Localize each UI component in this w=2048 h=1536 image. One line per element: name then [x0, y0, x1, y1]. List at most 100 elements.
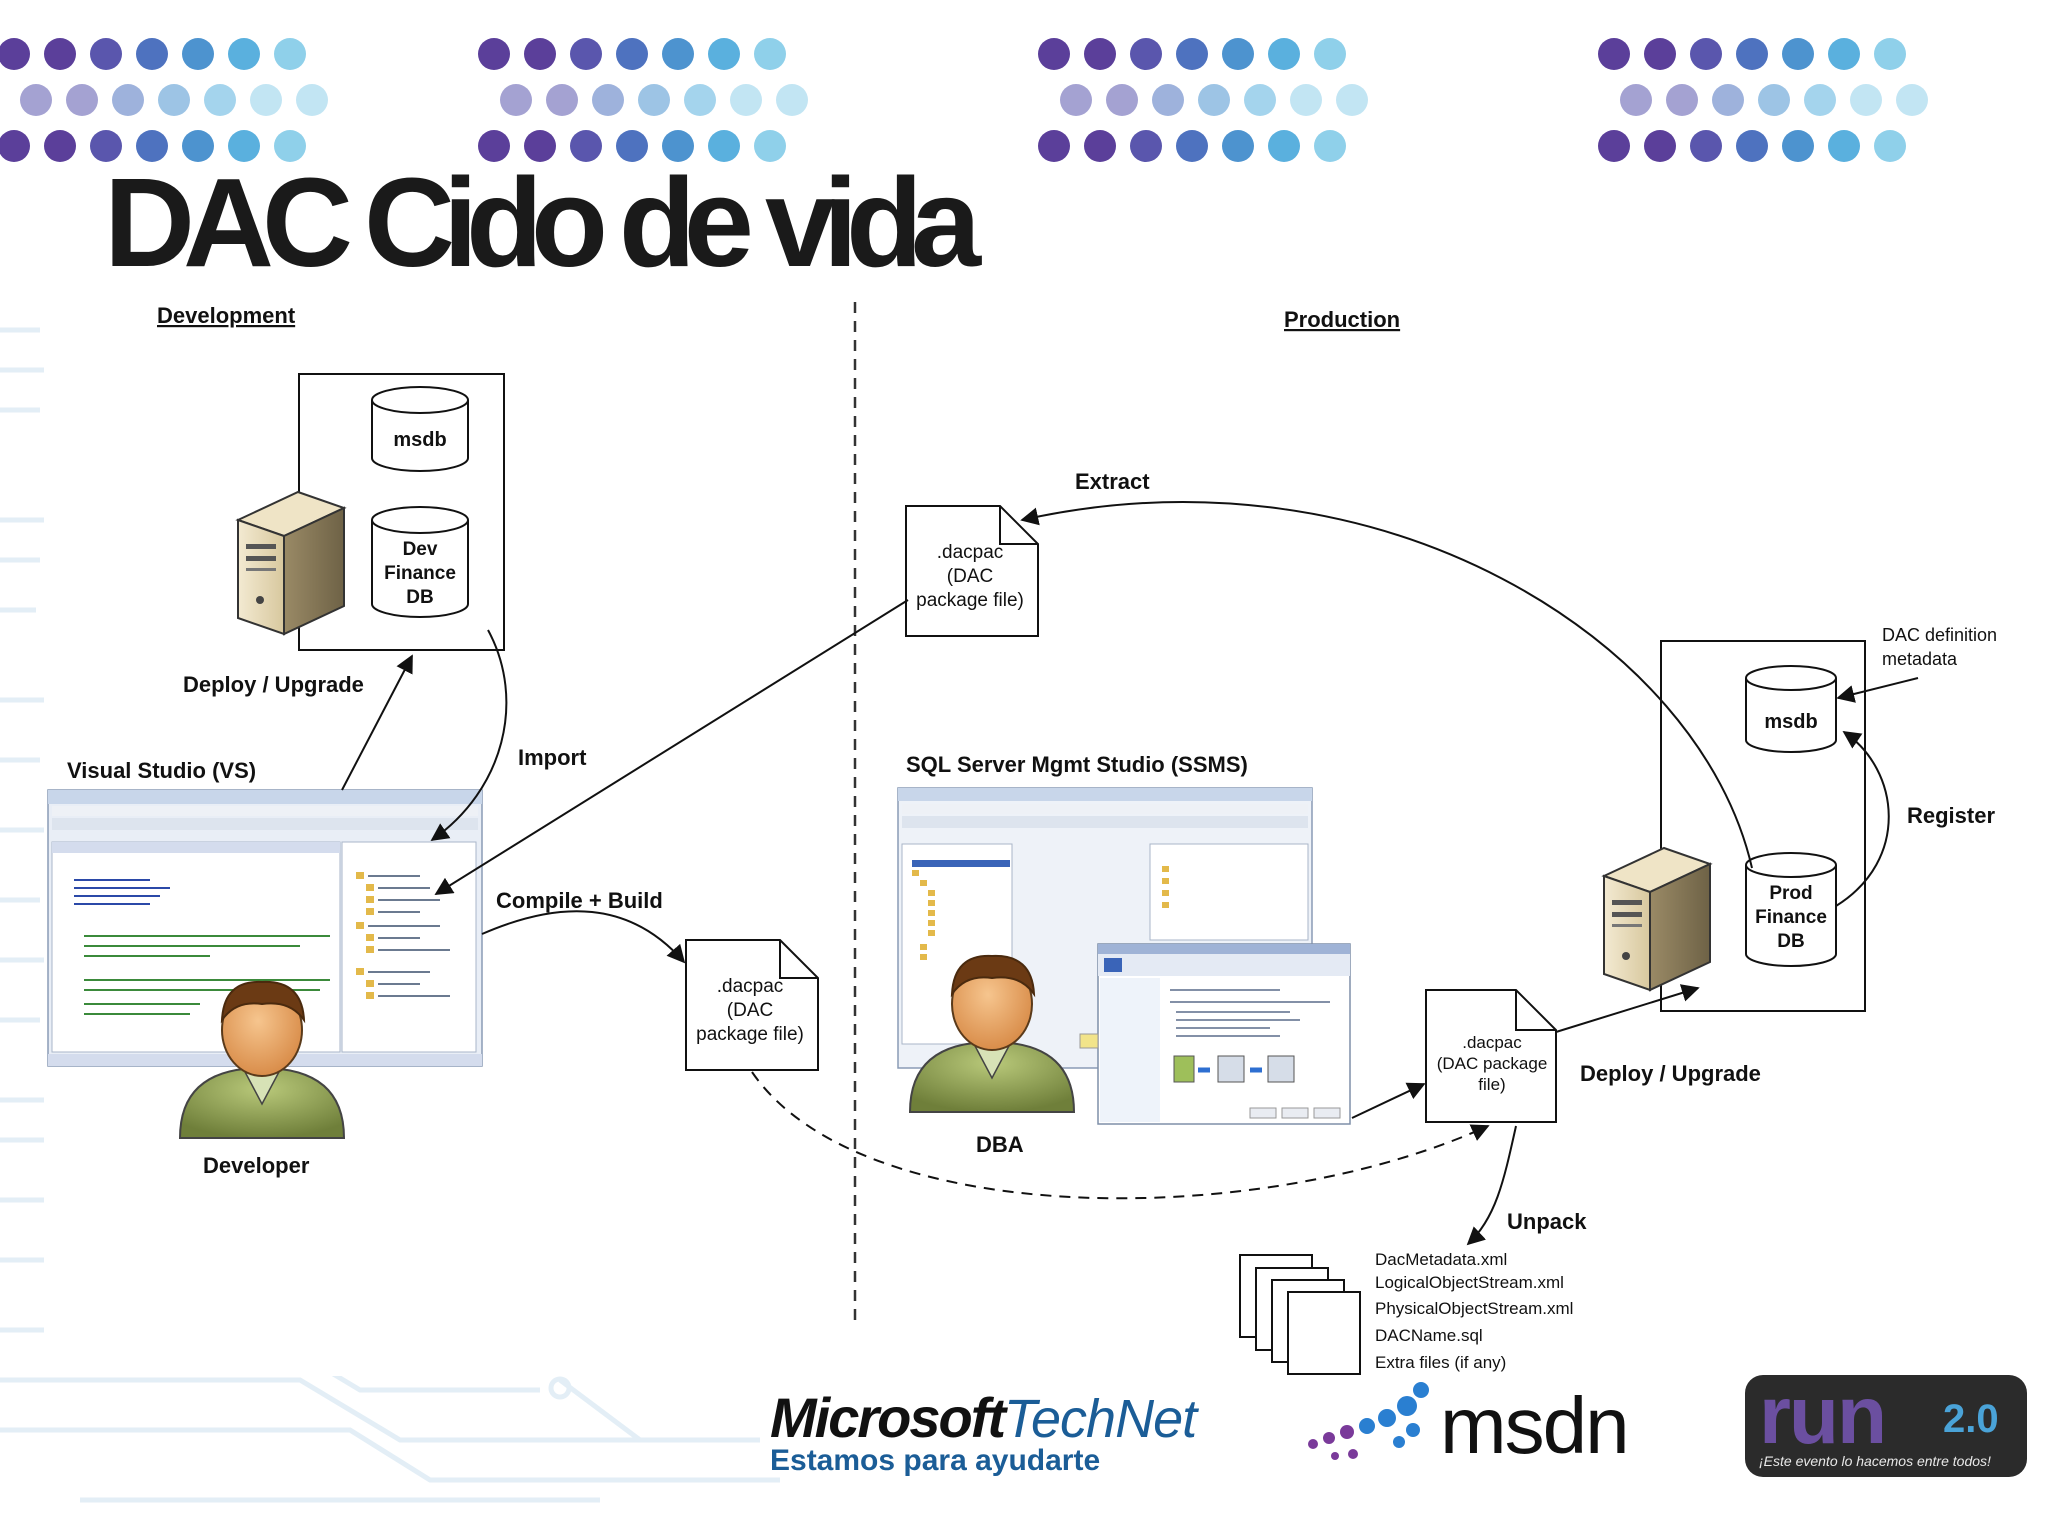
developer-label: Developer	[203, 1153, 310, 1178]
register-arrow	[1835, 730, 1890, 907]
decorative-dot	[708, 130, 740, 162]
decorative-dot	[1896, 84, 1928, 116]
decorative-dot	[1874, 38, 1906, 70]
decorative-dot	[204, 84, 236, 116]
decorative-dot	[1084, 130, 1116, 162]
unpacked-file-3: PhysicalObjectStream.xml	[1375, 1299, 1573, 1318]
deploy-wizard-dialog	[1079, 943, 1351, 1125]
decorative-dot	[1828, 130, 1860, 162]
decorative-dot	[1106, 84, 1138, 116]
decorative-dot	[1666, 84, 1698, 116]
unpacked-file-2: LogicalObjectStream.xml	[1375, 1273, 1564, 1292]
technet-logo-microsoft: Microsoft	[770, 1386, 1006, 1449]
decorative-dot	[638, 84, 670, 116]
decorative-dot	[1130, 130, 1162, 162]
decorative-dot	[1222, 38, 1254, 70]
decorative-dot	[1782, 130, 1814, 162]
decorative-dot	[1038, 130, 1070, 162]
decorative-dot	[90, 38, 122, 70]
decorative-dot	[1828, 38, 1860, 70]
decorative-dot	[274, 130, 306, 162]
decorative-dot	[1712, 84, 1744, 116]
build-dacpac-line2: (DAC	[727, 1000, 773, 1021]
decorative-dot	[44, 38, 76, 70]
decorative-dot	[1222, 130, 1254, 162]
decorative-dot	[228, 130, 260, 162]
prod-finance-db-cylinder: Prod Finance DB	[1745, 852, 1837, 967]
decorative-dot	[546, 84, 578, 116]
decorative-dot	[1598, 130, 1630, 162]
decorative-dot	[1690, 38, 1722, 70]
decorative-dot	[1152, 84, 1184, 116]
decorative-dot	[708, 38, 740, 70]
decorative-dot	[1336, 84, 1368, 116]
dev-msdb-label: msdb	[393, 429, 446, 451]
decorative-dot	[478, 38, 510, 70]
msdn-logo: msdn	[1295, 1372, 1655, 1482]
deploy-dacpac-line3: file)	[1478, 1075, 1505, 1094]
decorative-dot	[250, 84, 282, 116]
decorative-dot	[1782, 38, 1814, 70]
production-heading: Production	[1284, 307, 1400, 332]
dev-finance-db-cylinder: Dev Finance DB	[371, 506, 469, 618]
run-logo-version: 2.0	[1943, 1397, 1999, 1441]
decorative-dot	[1130, 38, 1162, 70]
build-dacpac-line1: .dacpac	[717, 976, 784, 997]
decorative-dot	[90, 130, 122, 162]
build-dacpac-document: .dacpac (DAC package file)	[685, 939, 819, 1071]
decorative-dot	[1314, 38, 1346, 70]
decorative-dot	[1620, 84, 1652, 116]
decorative-dot	[616, 130, 648, 162]
decorative-dot	[1736, 130, 1768, 162]
msdn-swirl-icon	[1308, 1382, 1429, 1460]
decorative-dot	[592, 84, 624, 116]
decorative-dot	[1736, 38, 1768, 70]
metadata-note-line1: DAC definition	[1882, 625, 1997, 645]
decorative-dot	[478, 130, 510, 162]
decorative-dot	[1644, 38, 1676, 70]
decorative-dot	[662, 38, 694, 70]
run-2-0-logo: run 2.0 ¡Este evento lo hacemos entre to…	[1745, 1375, 2027, 1477]
dev-msdb-cylinder: msdb	[371, 386, 469, 472]
unpack-label: Unpack	[1507, 1209, 1587, 1234]
decorative-dot	[158, 84, 190, 116]
decorative-dot	[524, 130, 556, 162]
dba-person-icon	[908, 954, 1076, 1113]
decorative-dot	[1244, 84, 1276, 116]
msdn-logo-text: msdn	[1440, 1381, 1630, 1470]
decorative-dot	[754, 130, 786, 162]
decorative-dot	[1084, 38, 1116, 70]
deploy-dacpac-line1: .dacpac	[1462, 1033, 1522, 1052]
prod-server-icon	[1601, 846, 1713, 992]
decorative-dot	[112, 84, 144, 116]
dev-finance-line2: Finance	[384, 563, 456, 584]
decorative-dot	[66, 84, 98, 116]
metadata-note-line2: metadata	[1882, 649, 1958, 669]
decorative-dot	[296, 84, 328, 116]
import-arrow	[434, 599, 909, 895]
slide-title: DAC Cido de vida	[104, 152, 981, 293]
decorative-dot	[776, 84, 808, 116]
decorative-dot	[182, 130, 214, 162]
metadata-pointer-arrow	[1836, 677, 1919, 703]
decorative-dot	[1198, 84, 1230, 116]
decorative-dot	[570, 38, 602, 70]
decorative-dot	[1060, 84, 1092, 116]
run-logo-tagline: ¡Este evento lo hacemos entre todos!	[1759, 1453, 1991, 1469]
prod-finance-line3: DB	[1777, 931, 1804, 952]
decorative-dot	[616, 38, 648, 70]
dev-finance-line1: Dev	[403, 539, 438, 560]
microsoft-technet-logo: MicrosoftTechNet Estamos para ayudarte	[770, 1385, 1230, 1485]
unpacked-file-4: DACName.sql	[1375, 1326, 1483, 1345]
deploy-dacpac-line2: (DAC package	[1437, 1054, 1548, 1073]
wizard-to-package-arrow	[1351, 1082, 1426, 1119]
deploy-upgrade-prod-label: Deploy / Upgrade	[1580, 1061, 1761, 1086]
decorative-dot	[1758, 84, 1790, 116]
dba-label: DBA	[976, 1132, 1024, 1157]
dev-finance-line3: DB	[406, 587, 433, 608]
extract-dacpac-line1: .dacpac	[937, 542, 1004, 563]
technet-logo-tagline: Estamos para ayudarte	[770, 1444, 1101, 1477]
dev-server-icon	[235, 490, 347, 636]
deploy-package-dashed-arrow	[751, 1071, 1490, 1200]
